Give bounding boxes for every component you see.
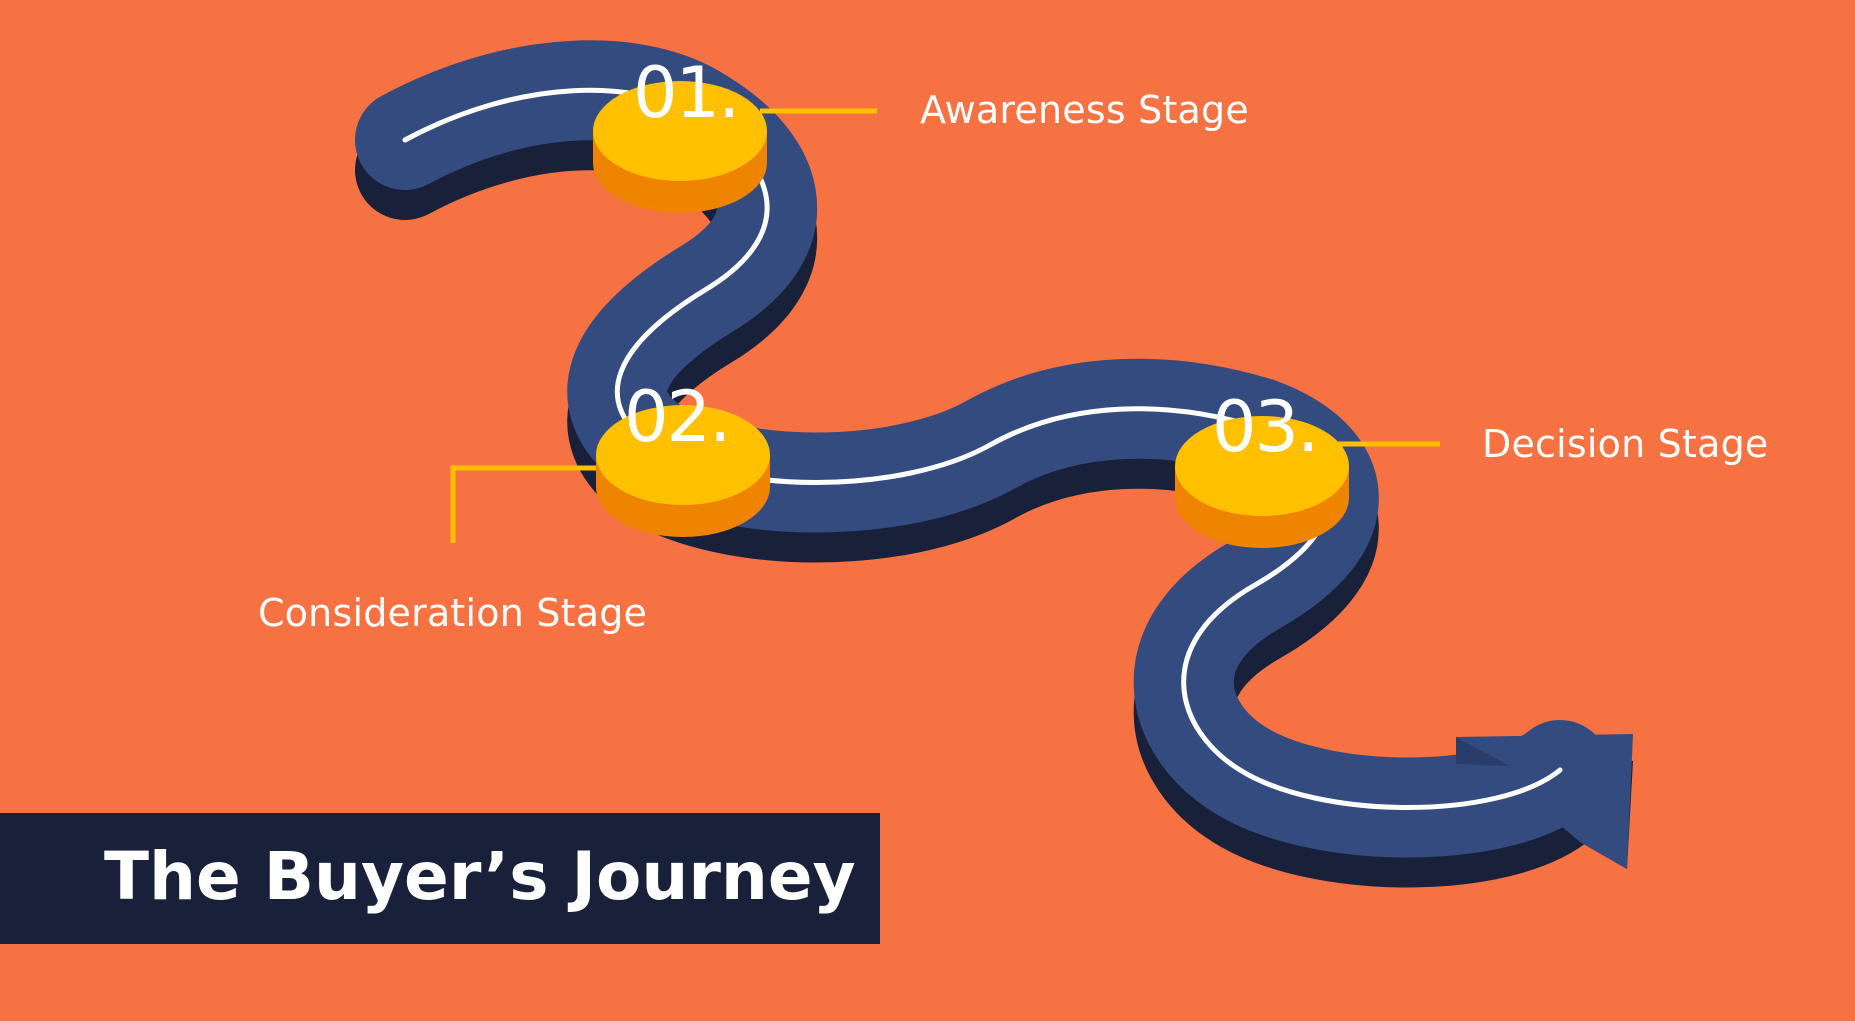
stage-label-decision: Decision Stage (1482, 422, 1769, 466)
stage-marker-disc-3 (1175, 416, 1349, 548)
page-title: The Buyer’s Journey (104, 838, 856, 915)
connector-lines (450, 108, 1440, 543)
connector-consideration (450, 465, 600, 543)
arrow-head-icon (1456, 734, 1633, 869)
stage-label-consideration: Consideration Stage (258, 591, 648, 635)
stage-marker-disc-1 (593, 81, 767, 213)
stage-number-1: 01. (633, 52, 740, 134)
stage-number-3: 03. (1212, 386, 1319, 468)
road-top (405, 90, 1633, 869)
stage-label-awareness: Awareness Stage (920, 88, 1249, 132)
stage-marker-disc-2 (596, 405, 770, 537)
title-banner: The Buyer’s Journey (0, 813, 880, 944)
stage-number-2: 02. (624, 376, 731, 458)
